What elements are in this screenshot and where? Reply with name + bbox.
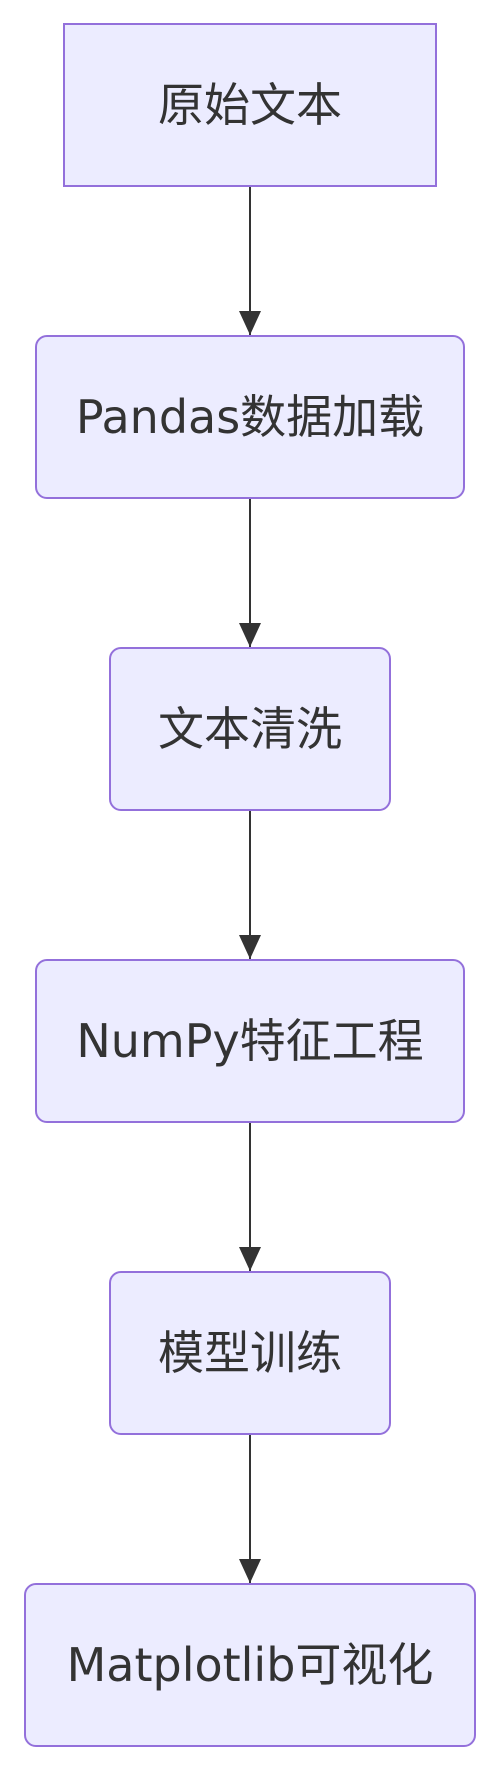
arrowhead-pandas-load: [239, 311, 261, 335]
node-numpy-features: NumPy特征工程: [35, 959, 465, 1123]
node-pandas-load-label: Pandas数据加载: [75, 390, 425, 444]
node-pandas-load: Pandas数据加载: [35, 335, 465, 499]
node-text-clean-label: 文本清洗: [158, 702, 342, 756]
arrowhead-model-train: [239, 1247, 261, 1271]
node-raw-text: 原始文本: [63, 23, 437, 187]
arrowhead-text-clean: [239, 623, 261, 647]
node-matplotlib-viz-label: Matplotlib可视化: [66, 1638, 434, 1692]
node-matplotlib-viz: Matplotlib可视化: [24, 1583, 476, 1747]
arrowhead-numpy-features: [239, 935, 261, 959]
node-raw-text-label: 原始文本: [158, 78, 342, 132]
arrowhead-matplotlib-viz: [239, 1559, 261, 1583]
node-model-train: 模型训练: [109, 1271, 391, 1435]
node-numpy-features-label: NumPy特征工程: [76, 1014, 424, 1068]
node-model-train-label: 模型训练: [158, 1326, 342, 1380]
node-text-clean: 文本清洗: [109, 647, 391, 811]
